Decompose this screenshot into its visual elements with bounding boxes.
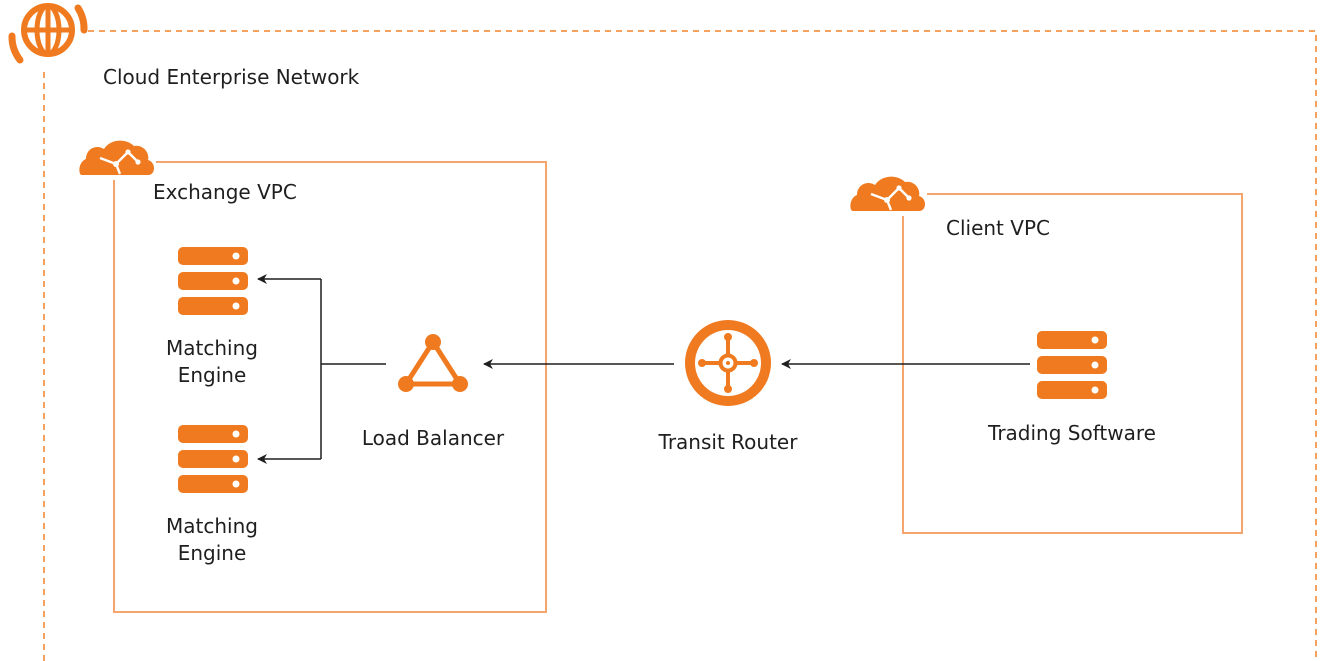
exchange-vpc-label: Exchange VPC — [153, 180, 297, 204]
exchange-vpc-box — [113, 161, 547, 613]
matching-engine-1-line2: Engine — [177, 363, 247, 387]
transit-router-label: Transit Router — [658, 430, 798, 454]
cloud-icon — [847, 174, 927, 216]
matching-engine-2-line2: Engine — [177, 541, 247, 565]
matching-engine-1-line1: Matching — [166, 336, 258, 360]
client-vpc-label: Client VPC — [946, 216, 1050, 240]
matching-engine-1-label: Matching Engine — [142, 335, 282, 389]
server-icon — [178, 425, 248, 493]
server-icon — [178, 247, 248, 315]
load-balancer-label: Load Balancer — [361, 426, 505, 450]
globe-icon — [8, 0, 88, 64]
cen-boundary-top — [88, 30, 1317, 661]
matching-engine-2-label: Matching Engine — [142, 513, 282, 567]
router-icon — [685, 320, 771, 406]
server-icon — [1037, 331, 1107, 399]
cen-label: Cloud Enterprise Network — [103, 65, 360, 89]
matching-engine-2-line1: Matching — [166, 514, 258, 538]
cloud-icon — [76, 138, 156, 180]
load-balancer-icon — [398, 334, 468, 392]
trading-software-label: Trading Software — [988, 421, 1156, 445]
